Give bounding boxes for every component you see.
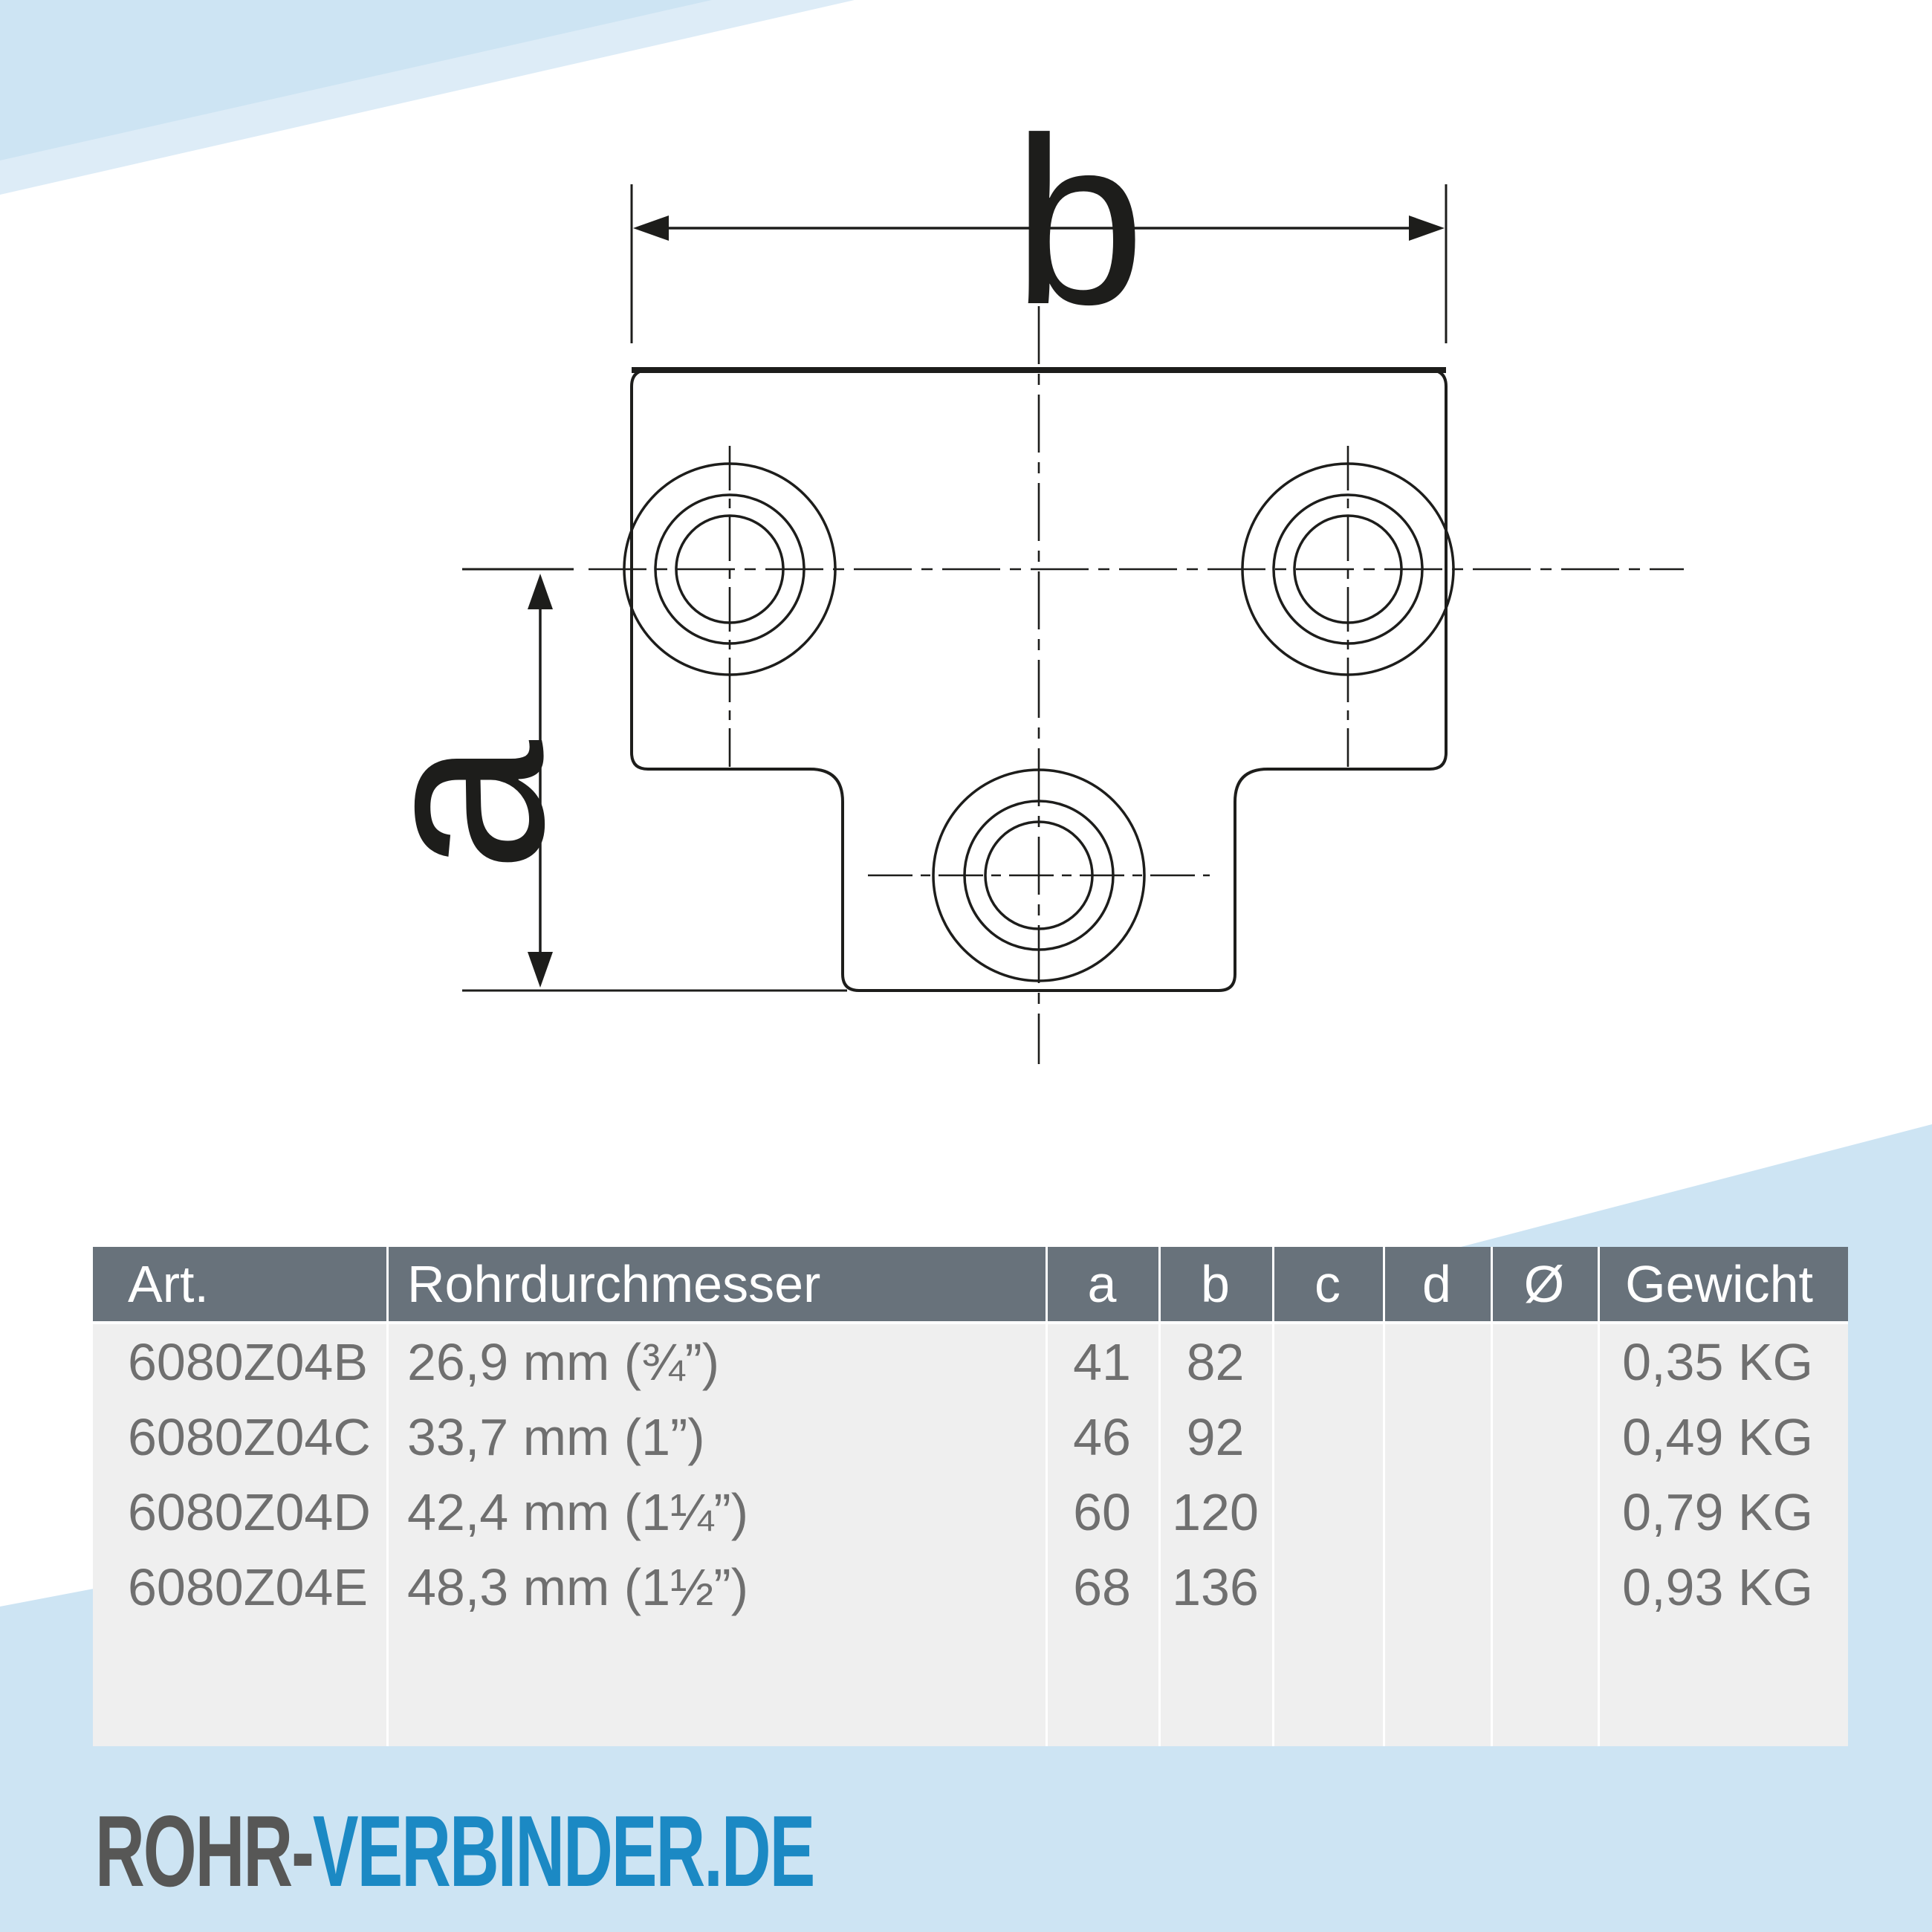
fitting-body-path (630, 369, 1448, 992)
cell-c (1272, 1324, 1383, 1399)
header-c: c (1315, 1255, 1341, 1313)
cell-art: 6080Z04B (128, 1332, 369, 1391)
site-logo: ROHR-VERBINDER.DE (95, 1795, 815, 1907)
column-separator (1158, 1247, 1161, 1746)
column-separator (1046, 1247, 1048, 1746)
cell-b: 82 (1186, 1332, 1245, 1391)
cell-c (1272, 1474, 1383, 1549)
logo-text-blue: VERBINDER.DE (312, 1795, 815, 1907)
cell-d (1383, 1324, 1491, 1399)
header-d: d (1422, 1255, 1451, 1313)
table-row: 6080Z04E 48,3 mm (1½”) 68 136 0,93 KG (93, 1549, 1848, 1624)
header-b: b (1201, 1255, 1230, 1313)
cell-a: 46 (1073, 1407, 1131, 1466)
table-row: 6080Z04D 42,4 mm (1¼”) 60 120 0,79 KG (93, 1474, 1848, 1549)
table-row: 6080Z04B 26,9 mm (¾”) 41 82 0,35 KG (93, 1324, 1848, 1399)
fitting-outline (630, 367, 1448, 992)
cell-gewicht: 0,49 KG (1622, 1407, 1813, 1466)
cell-rohr: 42,4 mm (1¼”) (407, 1482, 748, 1541)
cell-rohr: 48,3 mm (1½”) (407, 1557, 748, 1616)
cell-art: 6080Z04C (128, 1407, 371, 1466)
dim-b-arrowhead-right (1409, 215, 1445, 241)
column-separator (1383, 1247, 1385, 1746)
cell-c (1272, 1399, 1383, 1474)
column-separator (1272, 1247, 1274, 1746)
spec-table-body: 6080Z04B 26,9 mm (¾”) 41 82 0,35 KG 6080… (93, 1324, 1848, 1746)
cell-b: 92 (1186, 1407, 1245, 1466)
dim-b-arrowhead-left (633, 215, 669, 241)
header-rohrdurchmesser: Rohrdurchmesser (407, 1255, 821, 1313)
cell-a: 68 (1073, 1557, 1131, 1616)
hole-circles (623, 462, 1455, 982)
cell-b: 136 (1172, 1557, 1259, 1616)
cell-d (1383, 1549, 1491, 1624)
cell-o (1491, 1324, 1598, 1399)
cell-rohr: 33,7 mm (1”) (407, 1407, 705, 1466)
cell-o (1491, 1474, 1598, 1549)
table-row: 6080Z04C 33,7 mm (1”) 46 92 0,49 KG (93, 1399, 1848, 1474)
column-separator (1598, 1247, 1600, 1746)
header-a: a (1087, 1255, 1117, 1313)
spec-table: Art. Rohrdurchmesser a b c d Ø Gewicht 6… (93, 1247, 1848, 1746)
spec-table-header: Art. Rohrdurchmesser a b c d Ø Gewicht (93, 1247, 1848, 1321)
cell-a: 41 (1073, 1332, 1131, 1391)
cell-o (1491, 1399, 1598, 1474)
cell-o (1491, 1549, 1598, 1624)
cell-b: 120 (1172, 1482, 1259, 1541)
logo-text-gray: ROHR- (95, 1795, 314, 1907)
cell-a: 60 (1073, 1482, 1131, 1541)
top-left-main-triangle (0, 0, 712, 161)
dim-a-arrowhead-bottom (528, 952, 553, 988)
cell-d (1383, 1399, 1491, 1474)
dimension-a: a (327, 568, 847, 992)
cell-rohr: 26,9 mm (¾”) (407, 1332, 720, 1391)
column-separator (1491, 1247, 1493, 1746)
header-gewicht: Gewicht (1625, 1255, 1813, 1313)
dimension-b: b (630, 88, 1448, 354)
header-separator (93, 1321, 1848, 1324)
column-separator (386, 1247, 389, 1746)
cell-gewicht: 0,35 KG (1622, 1332, 1813, 1391)
header-art: Art. (128, 1255, 209, 1313)
cell-art: 6080Z04E (128, 1557, 369, 1616)
center-lines (589, 306, 1684, 1064)
cell-art: 6080Z04D (128, 1482, 371, 1541)
dim-a-label: a (327, 739, 593, 872)
cell-c (1272, 1549, 1383, 1624)
cell-gewicht: 0,79 KG (1622, 1482, 1813, 1541)
dim-a-arrowhead-top (528, 574, 553, 609)
header-diameter: Ø (1523, 1255, 1565, 1313)
cell-gewicht: 0,93 KG (1622, 1557, 1813, 1616)
cell-d (1383, 1474, 1491, 1549)
dim-b-label: b (1013, 88, 1145, 354)
